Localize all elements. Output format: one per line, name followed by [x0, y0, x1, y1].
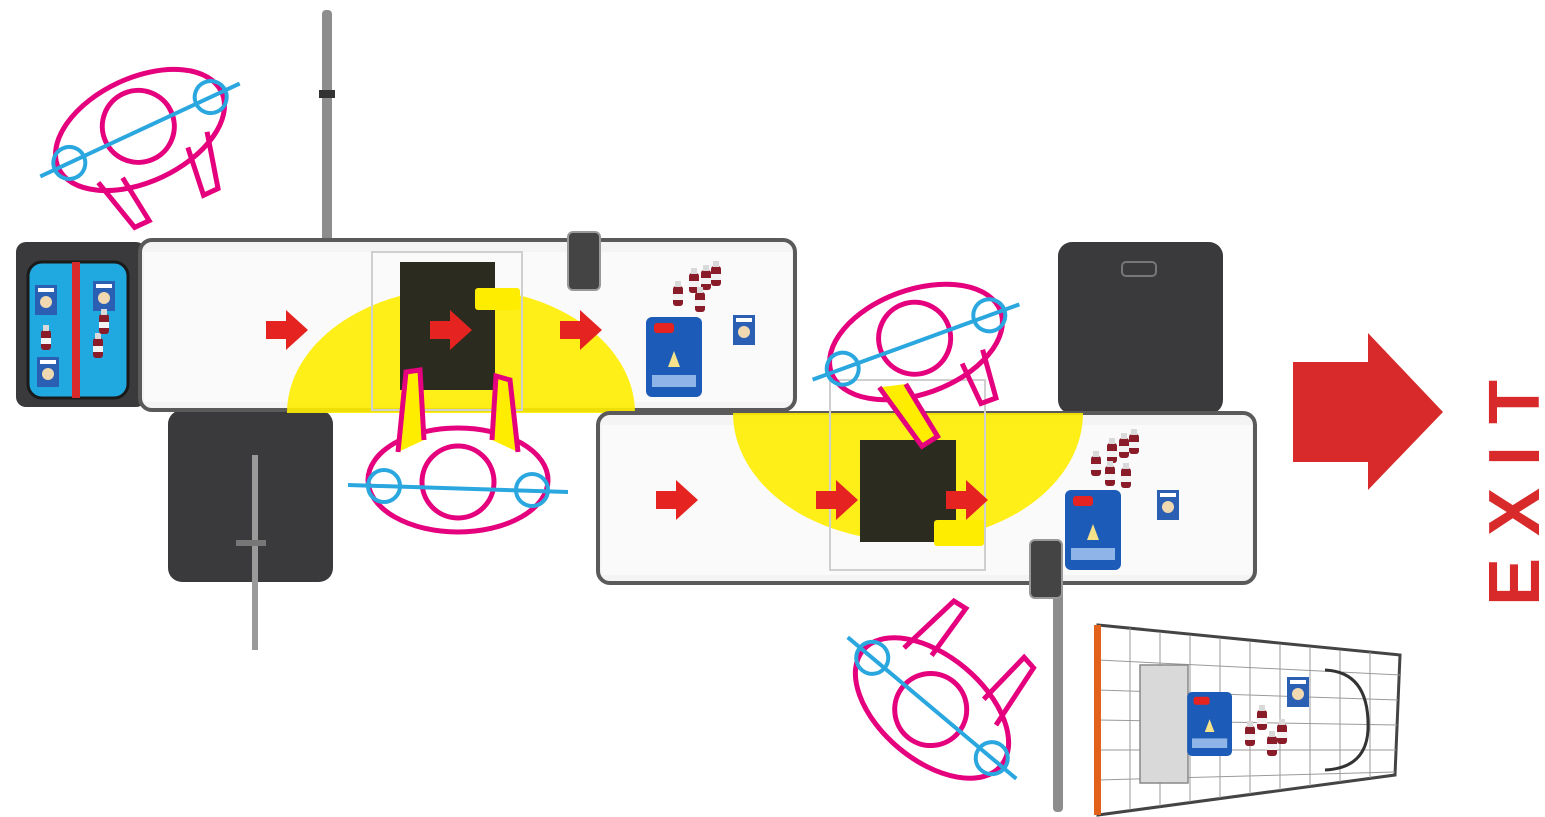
customer-figure-icon: [814, 562, 1079, 817]
exit-text: EXIT: [1478, 358, 1545, 606]
shopping-basket-icon: [16, 242, 146, 407]
pasta-bag-icon: [1065, 490, 1121, 570]
customer-figure-icon: [18, 36, 276, 254]
pasta-bag-icon: [646, 317, 702, 397]
exit-label: EXIT: [1478, 358, 1545, 606]
shopping-cart-icon: [1094, 625, 1400, 815]
exit-arrow-icon: [1293, 333, 1443, 490]
